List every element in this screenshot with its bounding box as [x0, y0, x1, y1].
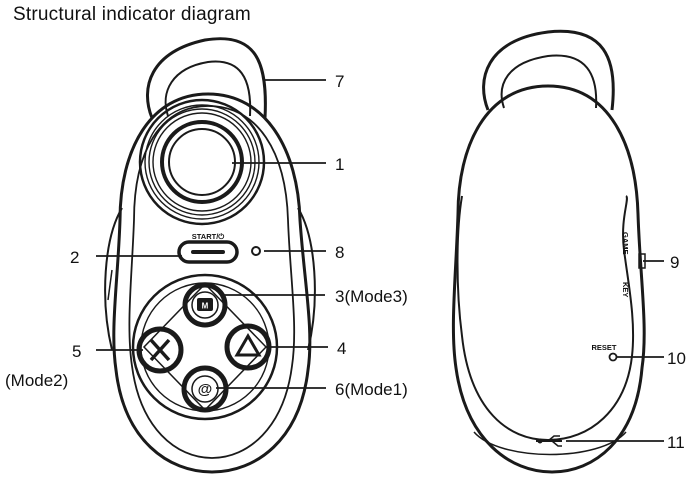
reset-label: RESET [591, 343, 616, 352]
led-indicator [251, 246, 261, 256]
callout-labels: 1 2 3(Mode3) 4 5 (Mode2) 6(Mode1) 7 8 9 … [5, 72, 686, 452]
callout-10: 10 [667, 349, 686, 368]
key-label: KEY [621, 282, 630, 297]
triangle-button [224, 323, 272, 371]
front-body-outline [112, 92, 312, 474]
callout-3: 3(Mode3) [335, 287, 408, 306]
reset-hole: RESET [591, 343, 618, 362]
callout-6: 6(Mode1) [335, 380, 408, 399]
diagram-title: Structural indicator diagram [13, 4, 251, 25]
back-body-outline [451, 84, 646, 474]
usb-port [536, 435, 562, 447]
callout-1: 1 [335, 155, 344, 174]
callout-9: 9 [670, 253, 679, 272]
callout-5-mode: (Mode2) [5, 371, 68, 390]
front-lanyard-loop [145, 37, 267, 119]
at-icon: @ [198, 381, 213, 398]
leader-lines [96, 79, 664, 442]
start-button: START/⏻ [177, 232, 239, 264]
mode3-button: M [182, 282, 228, 328]
game-label: GAME [621, 232, 630, 255]
callout-5: 5 [72, 342, 81, 361]
start-label: START/⏻ [192, 232, 226, 241]
callout-4: 4 [337, 339, 346, 358]
back-view: RESET GAME KEY [451, 29, 646, 474]
callout-2: 2 [70, 248, 79, 267]
callout-11: 11 [667, 433, 685, 452]
back-lanyard-loop [482, 29, 615, 111]
triangle-icon [234, 333, 262, 357]
callout-7: 7 [335, 72, 344, 91]
mode2-button-x [136, 326, 184, 374]
mode1-button: @ [181, 365, 229, 413]
back-panel [456, 195, 635, 442]
joystick [138, 98, 266, 226]
callout-8: 8 [335, 243, 344, 262]
mode3-glyph: M [202, 302, 209, 311]
x-icon [149, 338, 171, 362]
usb-icon [537, 438, 543, 444]
